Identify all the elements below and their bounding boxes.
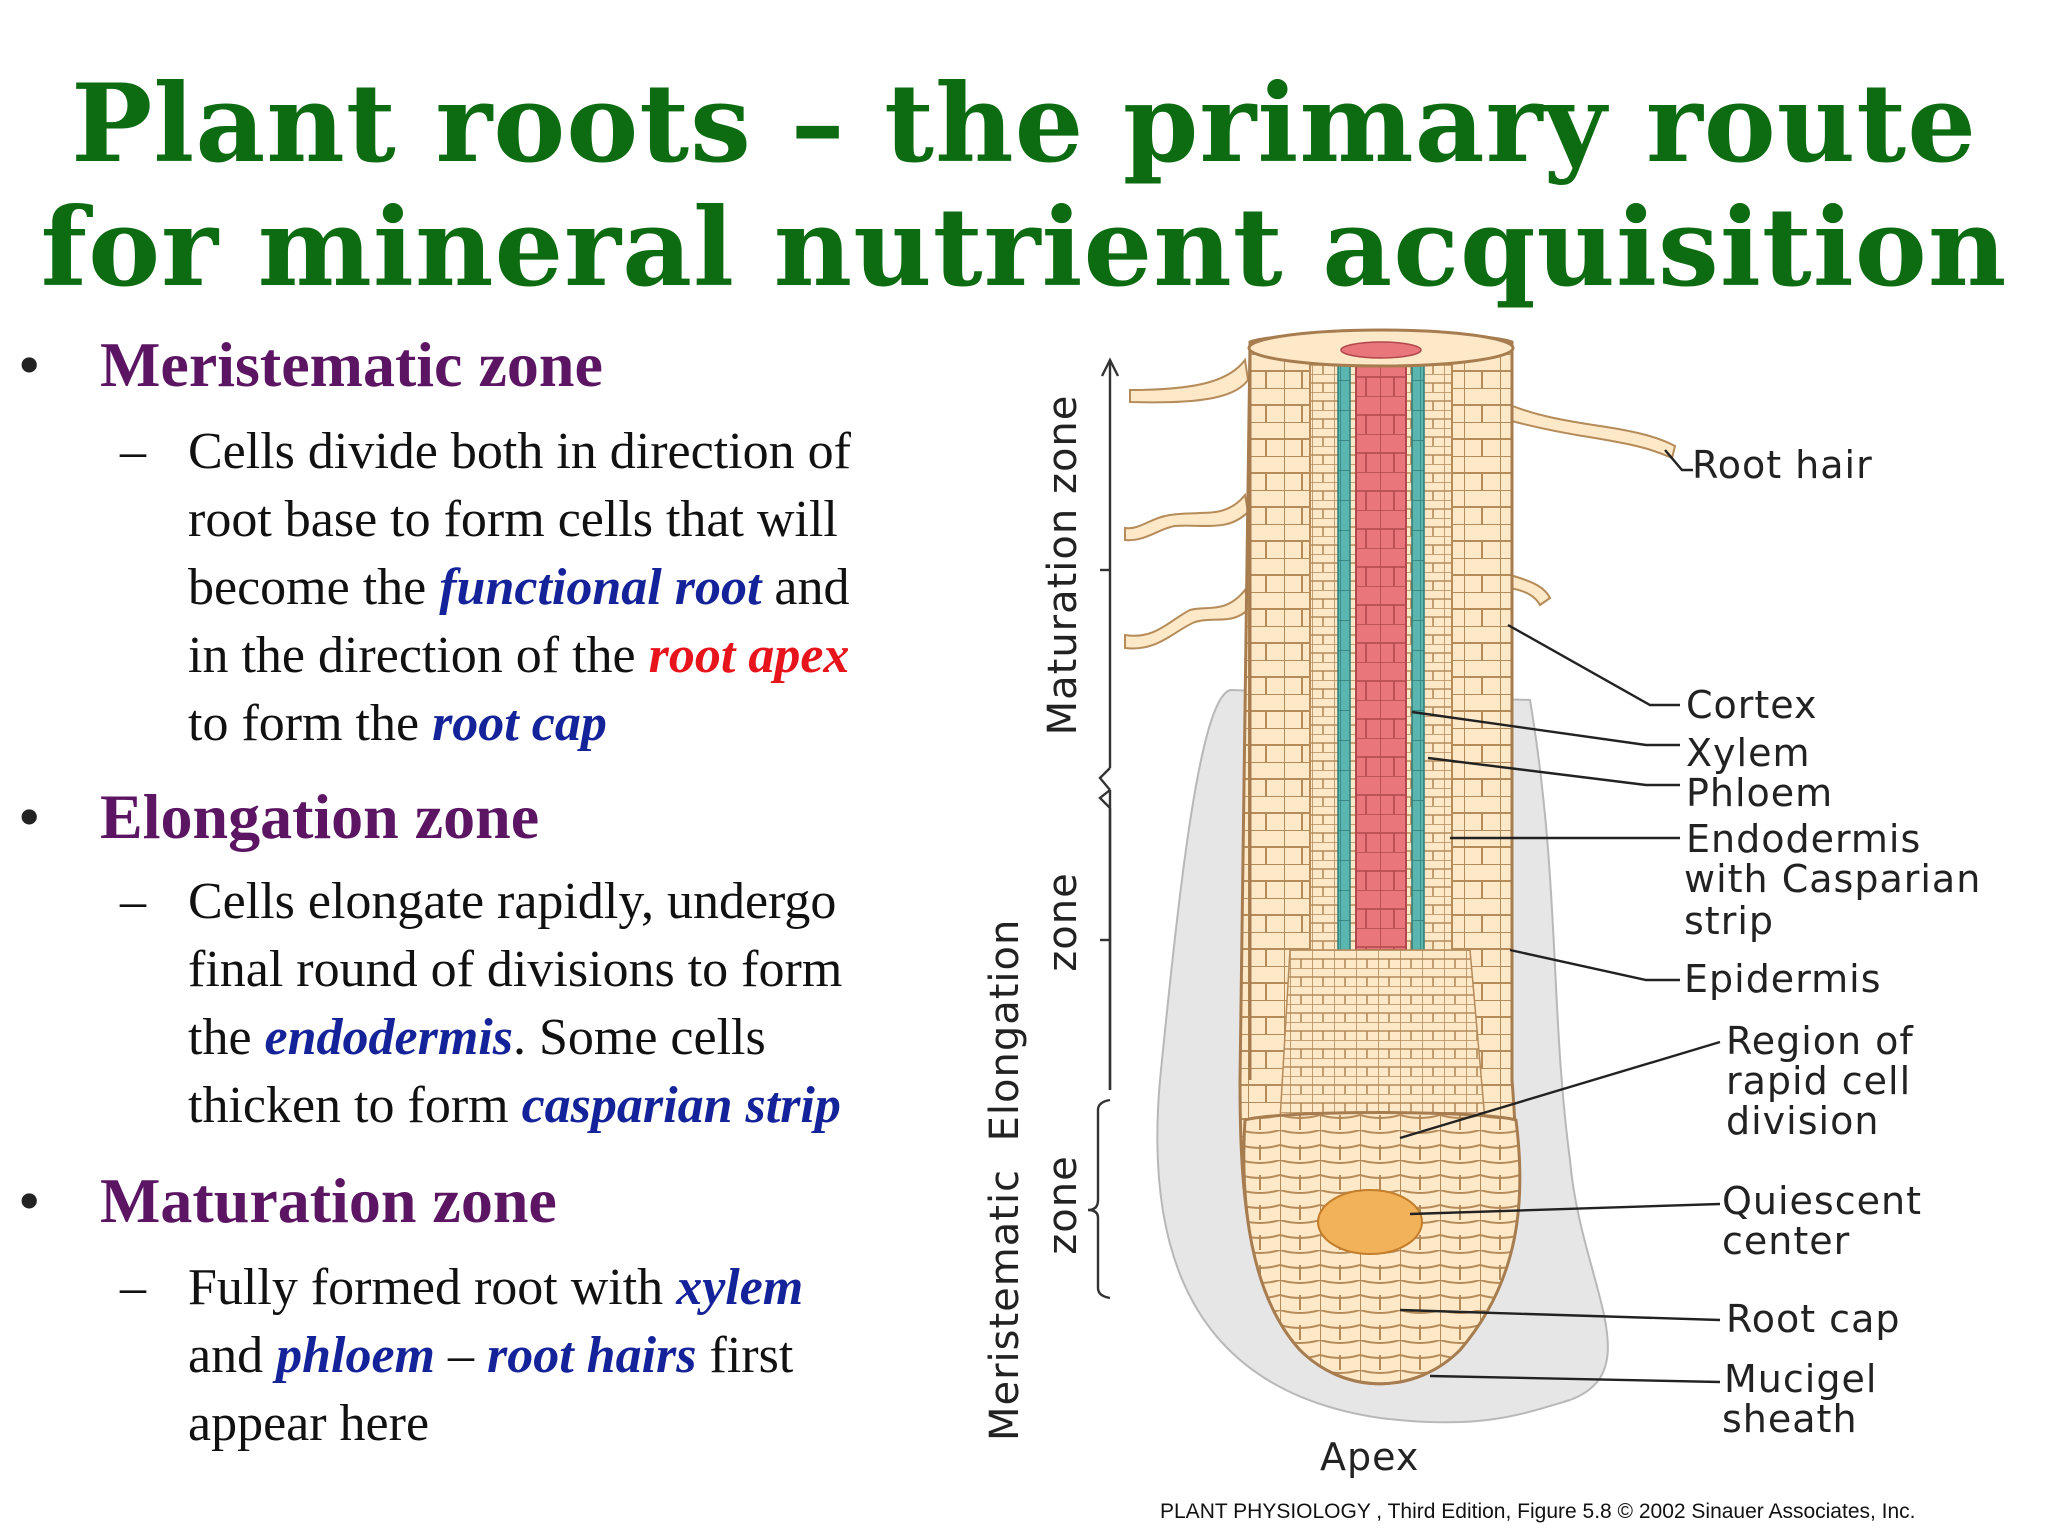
text-segment: Cells elongate rapidly, undergo <box>188 873 837 930</box>
text-segment: first <box>696 1327 794 1384</box>
label-cortex: Cortex <box>1686 683 1818 727</box>
text-segment: Cells divide both in direction of <box>188 423 851 480</box>
sub-line-text: final round of divisions to form <box>188 936 842 1004</box>
label-apex: Apex <box>1320 1435 1419 1479</box>
text-segment: thicken to form <box>188 1077 522 1134</box>
bullet-dot: • <box>18 781 41 852</box>
root-diagram: Maturation zone Elongation zone Meristem… <box>982 328 1981 1523</box>
label-epidermis: Epidermis <box>1684 957 1882 1001</box>
sub-line-text: Cells divide both in direction of <box>188 418 851 486</box>
title-line-2: for mineral nutrient acquisition <box>40 185 2008 311</box>
bullet-heading-text: Elongation zone <box>100 781 540 852</box>
highlight-term: root cap <box>432 695 607 752</box>
bullet-heading-text: Meristematic zone <box>100 329 603 400</box>
label-region-3: division <box>1726 1099 1879 1143</box>
label-root-hair: Root hair <box>1692 443 1873 487</box>
dash-marker: – <box>120 1259 146 1316</box>
label-root-cap: Root cap <box>1726 1297 1900 1341</box>
zone-label-elongation-2: zone <box>1040 872 1086 971</box>
sub-line-text: become the functional root and <box>188 554 850 622</box>
zone-label-elongation-1: Elongation <box>982 919 1028 1142</box>
text-segment: in the direction of the <box>188 627 649 684</box>
highlight-term: root apex <box>648 627 850 684</box>
highlight-term: functional root <box>439 559 762 616</box>
sub-line-text: Fully formed root with xylem <box>188 1254 803 1322</box>
bullet-heading: • Meristematic zone <box>18 330 603 400</box>
text-segment: and <box>761 559 850 616</box>
zone-label-maturation: Maturation zone <box>1040 395 1086 736</box>
zone-label-meristematic-1: Meristematic <box>982 1169 1028 1441</box>
label-region-2: rapid cell <box>1726 1059 1911 1103</box>
text-segment: root base to form cells that will <box>188 491 838 548</box>
bullet-heading: • Elongation zone <box>18 782 539 852</box>
sub-line-text: in the direction of the root apex <box>188 622 849 690</box>
bullet-dot: • <box>18 329 41 400</box>
quiescent-center <box>1317 1189 1423 1255</box>
text-segment: the <box>188 1009 265 1066</box>
sub-line-text: to form the root cap <box>188 690 607 758</box>
label-endodermis-2: with Casparian <box>1684 857 1981 901</box>
sub-line-text: and phloem – root hairs first <box>188 1322 793 1390</box>
slide-title: Plant roots – the primary route for mine… <box>0 62 2048 310</box>
highlight-term: xylem <box>676 1259 804 1316</box>
zone-brackets <box>1087 357 1120 1300</box>
title-line-1: Plant roots – the primary route <box>71 61 1977 187</box>
highlight-term: root hairs <box>487 1327 697 1384</box>
text-segment: . Some cells <box>512 1009 766 1066</box>
dash-marker: – <box>120 423 146 480</box>
text-segment: and <box>188 1327 277 1384</box>
root-hairs <box>1124 357 1677 650</box>
label-phloem: Phloem <box>1686 771 1833 815</box>
label-endodermis-1: Endodermis <box>1686 817 1921 861</box>
zone-label-meristematic-2: zone <box>1040 1155 1086 1254</box>
bullet-heading-text: Maturation zone <box>100 1165 557 1236</box>
label-region-1: Region of <box>1726 1019 1914 1063</box>
highlight-term: phloem <box>276 1327 435 1384</box>
highlight-term: endodermis <box>264 1009 513 1066</box>
bullet-dot: • <box>18 1165 41 1236</box>
label-mucigel-1: Mucigel <box>1724 1357 1877 1401</box>
sub-line-text: thicken to form casparian strip <box>188 1072 841 1140</box>
text-segment: final round of divisions to form <box>188 941 843 998</box>
dash-marker: – <box>120 873 146 930</box>
label-mucigel-2: sheath <box>1722 1397 1858 1441</box>
leader-lines <box>1399 449 1721 1384</box>
text-segment: appear here <box>188 1395 430 1452</box>
label-endodermis-3: strip <box>1684 899 1774 943</box>
text-segment: to form the <box>188 695 433 752</box>
sub-line-text: Cells elongate rapidly, undergo <box>188 868 836 936</box>
label-quiescent-2: center <box>1722 1219 1850 1263</box>
sub-line-text: appear here <box>188 1390 429 1458</box>
text-segment: become the <box>188 559 440 616</box>
sub-line-text: root base to form cells that will <box>188 486 838 554</box>
label-quiescent-1: Quiescent <box>1722 1179 1922 1223</box>
text-segment: – <box>435 1327 487 1384</box>
bullet-heading: • Maturation zone <box>18 1166 557 1236</box>
xylem-core <box>1355 359 1407 951</box>
highlight-term: casparian strip <box>521 1077 841 1134</box>
figure-credit: PLANT PHYSIOLOGY , Third Edition, Figure… <box>1160 1500 1916 1523</box>
text-segment: Fully formed root with <box>188 1259 677 1316</box>
label-xylem: Xylem <box>1686 731 1810 775</box>
sub-line-text: the endodermis. Some cells <box>188 1004 766 1072</box>
